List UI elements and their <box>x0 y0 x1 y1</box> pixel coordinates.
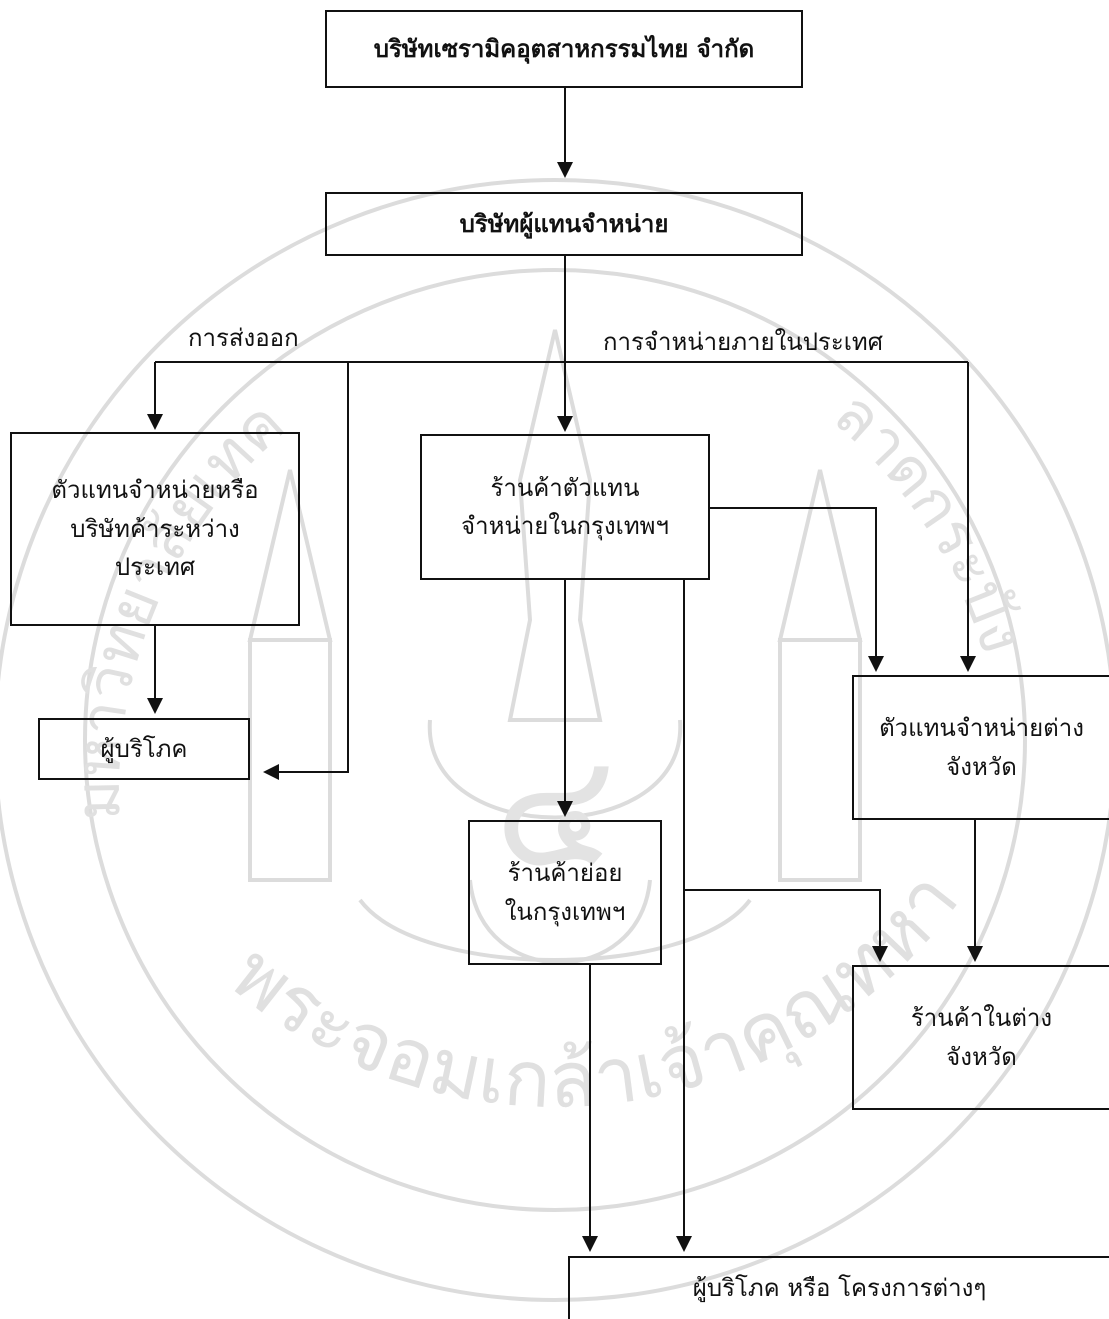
node-bkk-agent: ร้านค้าตัวแทน จำหน่ายในกรุงเทพฯ <box>420 434 710 580</box>
label-export: การส่งออก <box>188 324 299 352</box>
label-domestic: การจำหน่ายภายในประเทศ <box>603 328 883 356</box>
arrow-export-to-consumer <box>263 362 349 780</box>
arrow-bkk-agent-to-province-agent <box>710 507 884 672</box>
seal-center-glyph: ๔ <box>494 716 615 903</box>
node-final-consumer: ผู้บริโภค หรือ โครงการต่างๆ <box>568 1256 1109 1319</box>
node-consumer-export: ผู้บริโภค <box>38 718 250 780</box>
arrow-to-province-shop <box>684 889 888 962</box>
node-province-agent: ตัวแทนจำหน่ายต่าง จังหวัด <box>852 675 1109 820</box>
node-distributor: บริษัทผู้แทนจำหน่าย <box>325 192 803 256</box>
node-manufacturer: บริษัทเซรามิคอุตสาหกรรมไทย จำกัด <box>325 10 803 88</box>
node-bkk-retail: ร้านค้าย่อย ในกรุงเทพฯ <box>468 820 662 965</box>
node-province-shop: ร้านค้าในต่าง จังหวัด <box>852 965 1109 1110</box>
node-export-agent: ตัวแทนจำหน่ายหรือ บริษัทค้าระหว่าง ประเท… <box>10 432 300 626</box>
